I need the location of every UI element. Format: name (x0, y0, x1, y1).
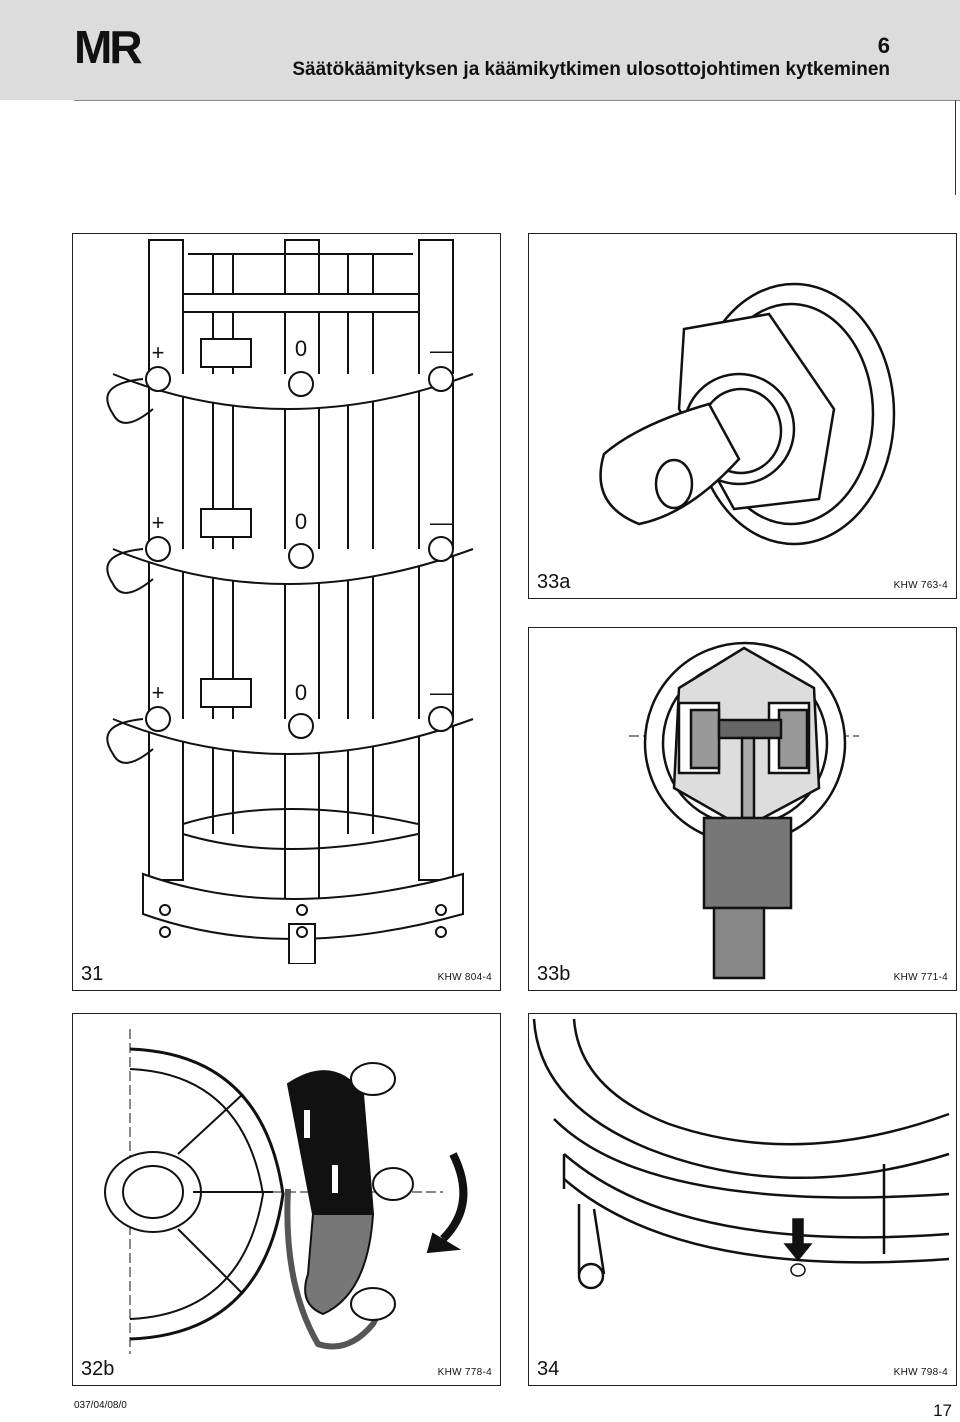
plus-mark-1: + (152, 340, 165, 365)
page-header: MR 6 Säätökäämityksen ja käämikytkimen u… (0, 0, 960, 100)
plus-mark-2: + (152, 510, 165, 535)
plus-mark-3: + (152, 680, 165, 705)
margin-line (955, 100, 956, 195)
minus-mark-3: — (430, 680, 452, 705)
document-code: 037/04/08/0 (74, 1400, 127, 1411)
zero-mark-3: 0 (295, 680, 307, 705)
terminal-bolt-drawing (599, 282, 896, 546)
figure-number: 33b (537, 963, 571, 985)
figure-code: KHW 778-4 (437, 1367, 492, 1378)
page-title: Säätökäämityksen ja käämikytkimen ulosot… (292, 59, 890, 80)
bolted-connection-section-drawing (629, 641, 859, 980)
figure-number: 34 (537, 1358, 560, 1380)
figure-34-panel: 34 KHW 798-4 (528, 1013, 957, 1386)
tap-changer-cage-drawing: + 0 — + 0 — + 0 — (106, 239, 474, 964)
figure-number: 32b (81, 1358, 115, 1380)
figure-number: 33a (537, 571, 571, 593)
figure-code: KHW 804-4 (437, 972, 492, 983)
figure-code: KHW 771-4 (893, 972, 948, 983)
zero-mark-2: 0 (295, 509, 307, 534)
minus-mark-1: — (430, 338, 452, 363)
figure-33b-panel: 33b KHW 771-4 (528, 627, 957, 991)
chapter-number: 6 (877, 33, 890, 58)
figure-code: KHW 798-4 (893, 1367, 948, 1378)
housing-marking-drawing (532, 1018, 950, 1290)
page-number: 17 (933, 1401, 952, 1420)
figure-31-panel: + 0 — + 0 — + 0 — (72, 233, 501, 991)
mr-logo: MR (74, 21, 143, 73)
figure-number: 31 (81, 963, 104, 985)
figure-code: KHW 763-4 (893, 580, 948, 591)
selector-wheel-lead-drawing (104, 1029, 468, 1354)
header-divider (74, 100, 960, 101)
figure-32b-panel: 32b KHW 778-4 (72, 1013, 501, 1386)
zero-mark-1: 0 (295, 336, 307, 361)
minus-mark-2: — (430, 510, 452, 535)
figure-33a-panel: 33a KHW 763-4 (528, 233, 957, 599)
